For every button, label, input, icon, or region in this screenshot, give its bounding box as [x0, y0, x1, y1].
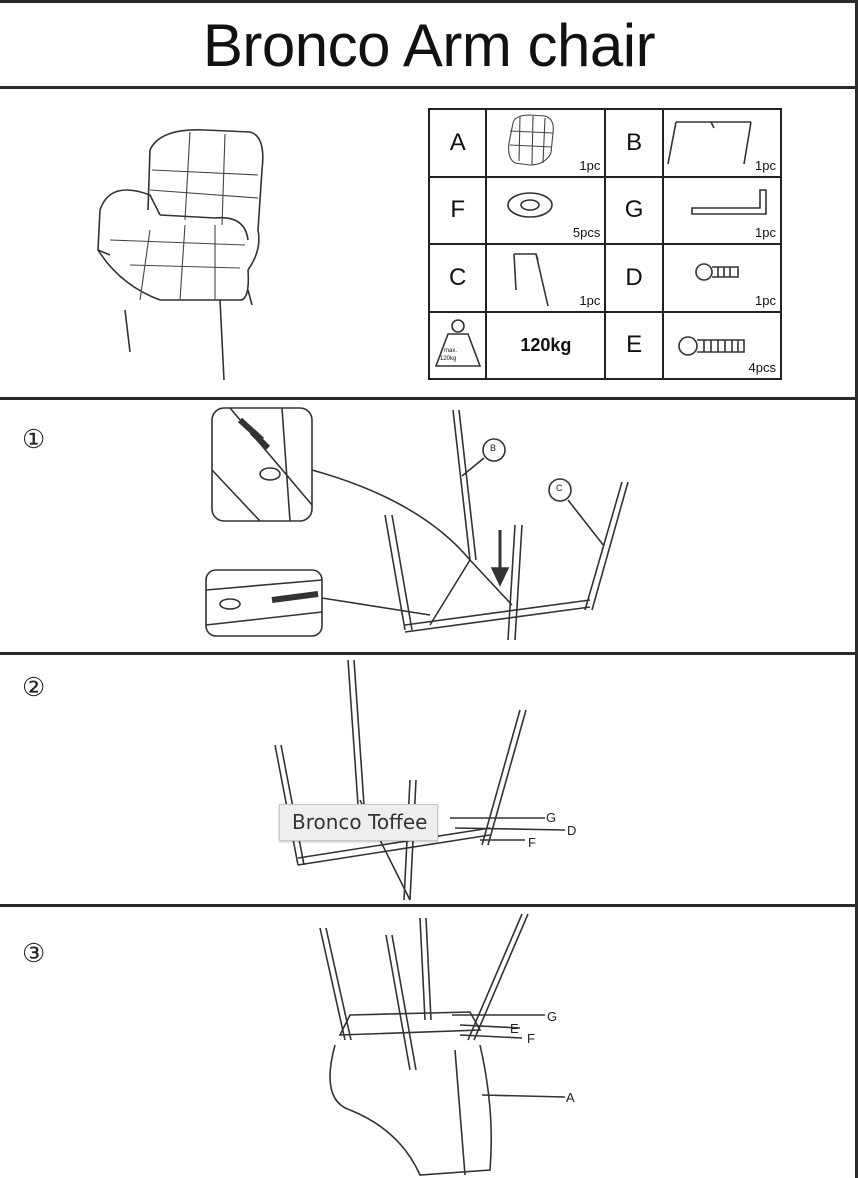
part-letter: D	[604, 243, 664, 313]
step-2-label-g: G	[546, 810, 557, 825]
max-weight-value: 120kg	[485, 310, 607, 380]
part-qty: 1pc	[755, 225, 776, 240]
step-2-label-d: D	[567, 823, 577, 838]
chair-overview-icon	[97, 129, 264, 381]
step-1-label-b: B	[490, 443, 497, 453]
page-border	[855, 0, 858, 1178]
divider-title	[0, 86, 858, 89]
top-border	[0, 0, 858, 3]
step-1-label-c: C	[556, 483, 563, 493]
divider-step-3	[0, 904, 858, 907]
weight-icon-text: max.	[444, 347, 458, 354]
part-qty: 5pcs	[572, 225, 601, 240]
step-3-label-f: F	[527, 1031, 535, 1046]
page-title: Bronco Arm chair	[202, 12, 656, 79]
step-3-drawing	[319, 913, 566, 1176]
step-1-number: ①	[22, 424, 46, 454]
part-letter: C	[427, 243, 488, 313]
step-2-number: ②	[22, 672, 46, 702]
part-letter: B	[604, 108, 664, 178]
divider-step-2	[0, 652, 858, 655]
part-letter: A	[427, 108, 488, 178]
part-qty: 4pcs	[748, 360, 776, 375]
part-qty: 1pc	[755, 292, 776, 308]
part-qty: 1pc	[579, 292, 601, 308]
weight-icon-text: 120kg	[440, 355, 457, 362]
parts-row: F 5pcs G 1pc	[427, 175, 783, 245]
part-cell: 1pc	[485, 243, 607, 313]
divider-step-1	[0, 397, 858, 400]
parts-row: max. 120kg 120kg E 4pcs	[427, 310, 783, 380]
product-tooltip: Bronco Toffee	[279, 804, 439, 841]
part-cell: 4pcs	[661, 310, 783, 380]
part-cell: 1pc	[485, 108, 607, 178]
parts-row: C 1pc D 1pc	[427, 243, 783, 313]
step-2-drawing	[274, 659, 566, 901]
part-letter: F	[427, 175, 488, 245]
part-cell: 1pc	[661, 243, 783, 313]
part-letter: E	[604, 310, 664, 380]
step-2-label-f: F	[528, 835, 536, 850]
part-qty: 1pc	[755, 157, 776, 173]
step-3-label-e: E	[510, 1021, 519, 1036]
part-cell: 1pc	[661, 108, 783, 178]
step-1-drawing	[205, 407, 629, 641]
part-qty: 1pc	[579, 157, 601, 173]
part-letter: G	[604, 175, 664, 245]
step-3-label-a: A	[566, 1090, 575, 1105]
part-cell: 1pc	[661, 175, 783, 245]
parts-row: A 1pc B 1pc	[427, 108, 783, 178]
parts-table: A 1pc B 1pc F 5pcs G 1pc C 1pc D 1pc max…	[427, 108, 783, 380]
step-3-label-g: G	[547, 1009, 558, 1024]
step-3-number: ③	[22, 938, 46, 968]
max-weight-cell: max. 120kg	[427, 310, 488, 380]
part-cell: 5pcs	[485, 175, 607, 245]
